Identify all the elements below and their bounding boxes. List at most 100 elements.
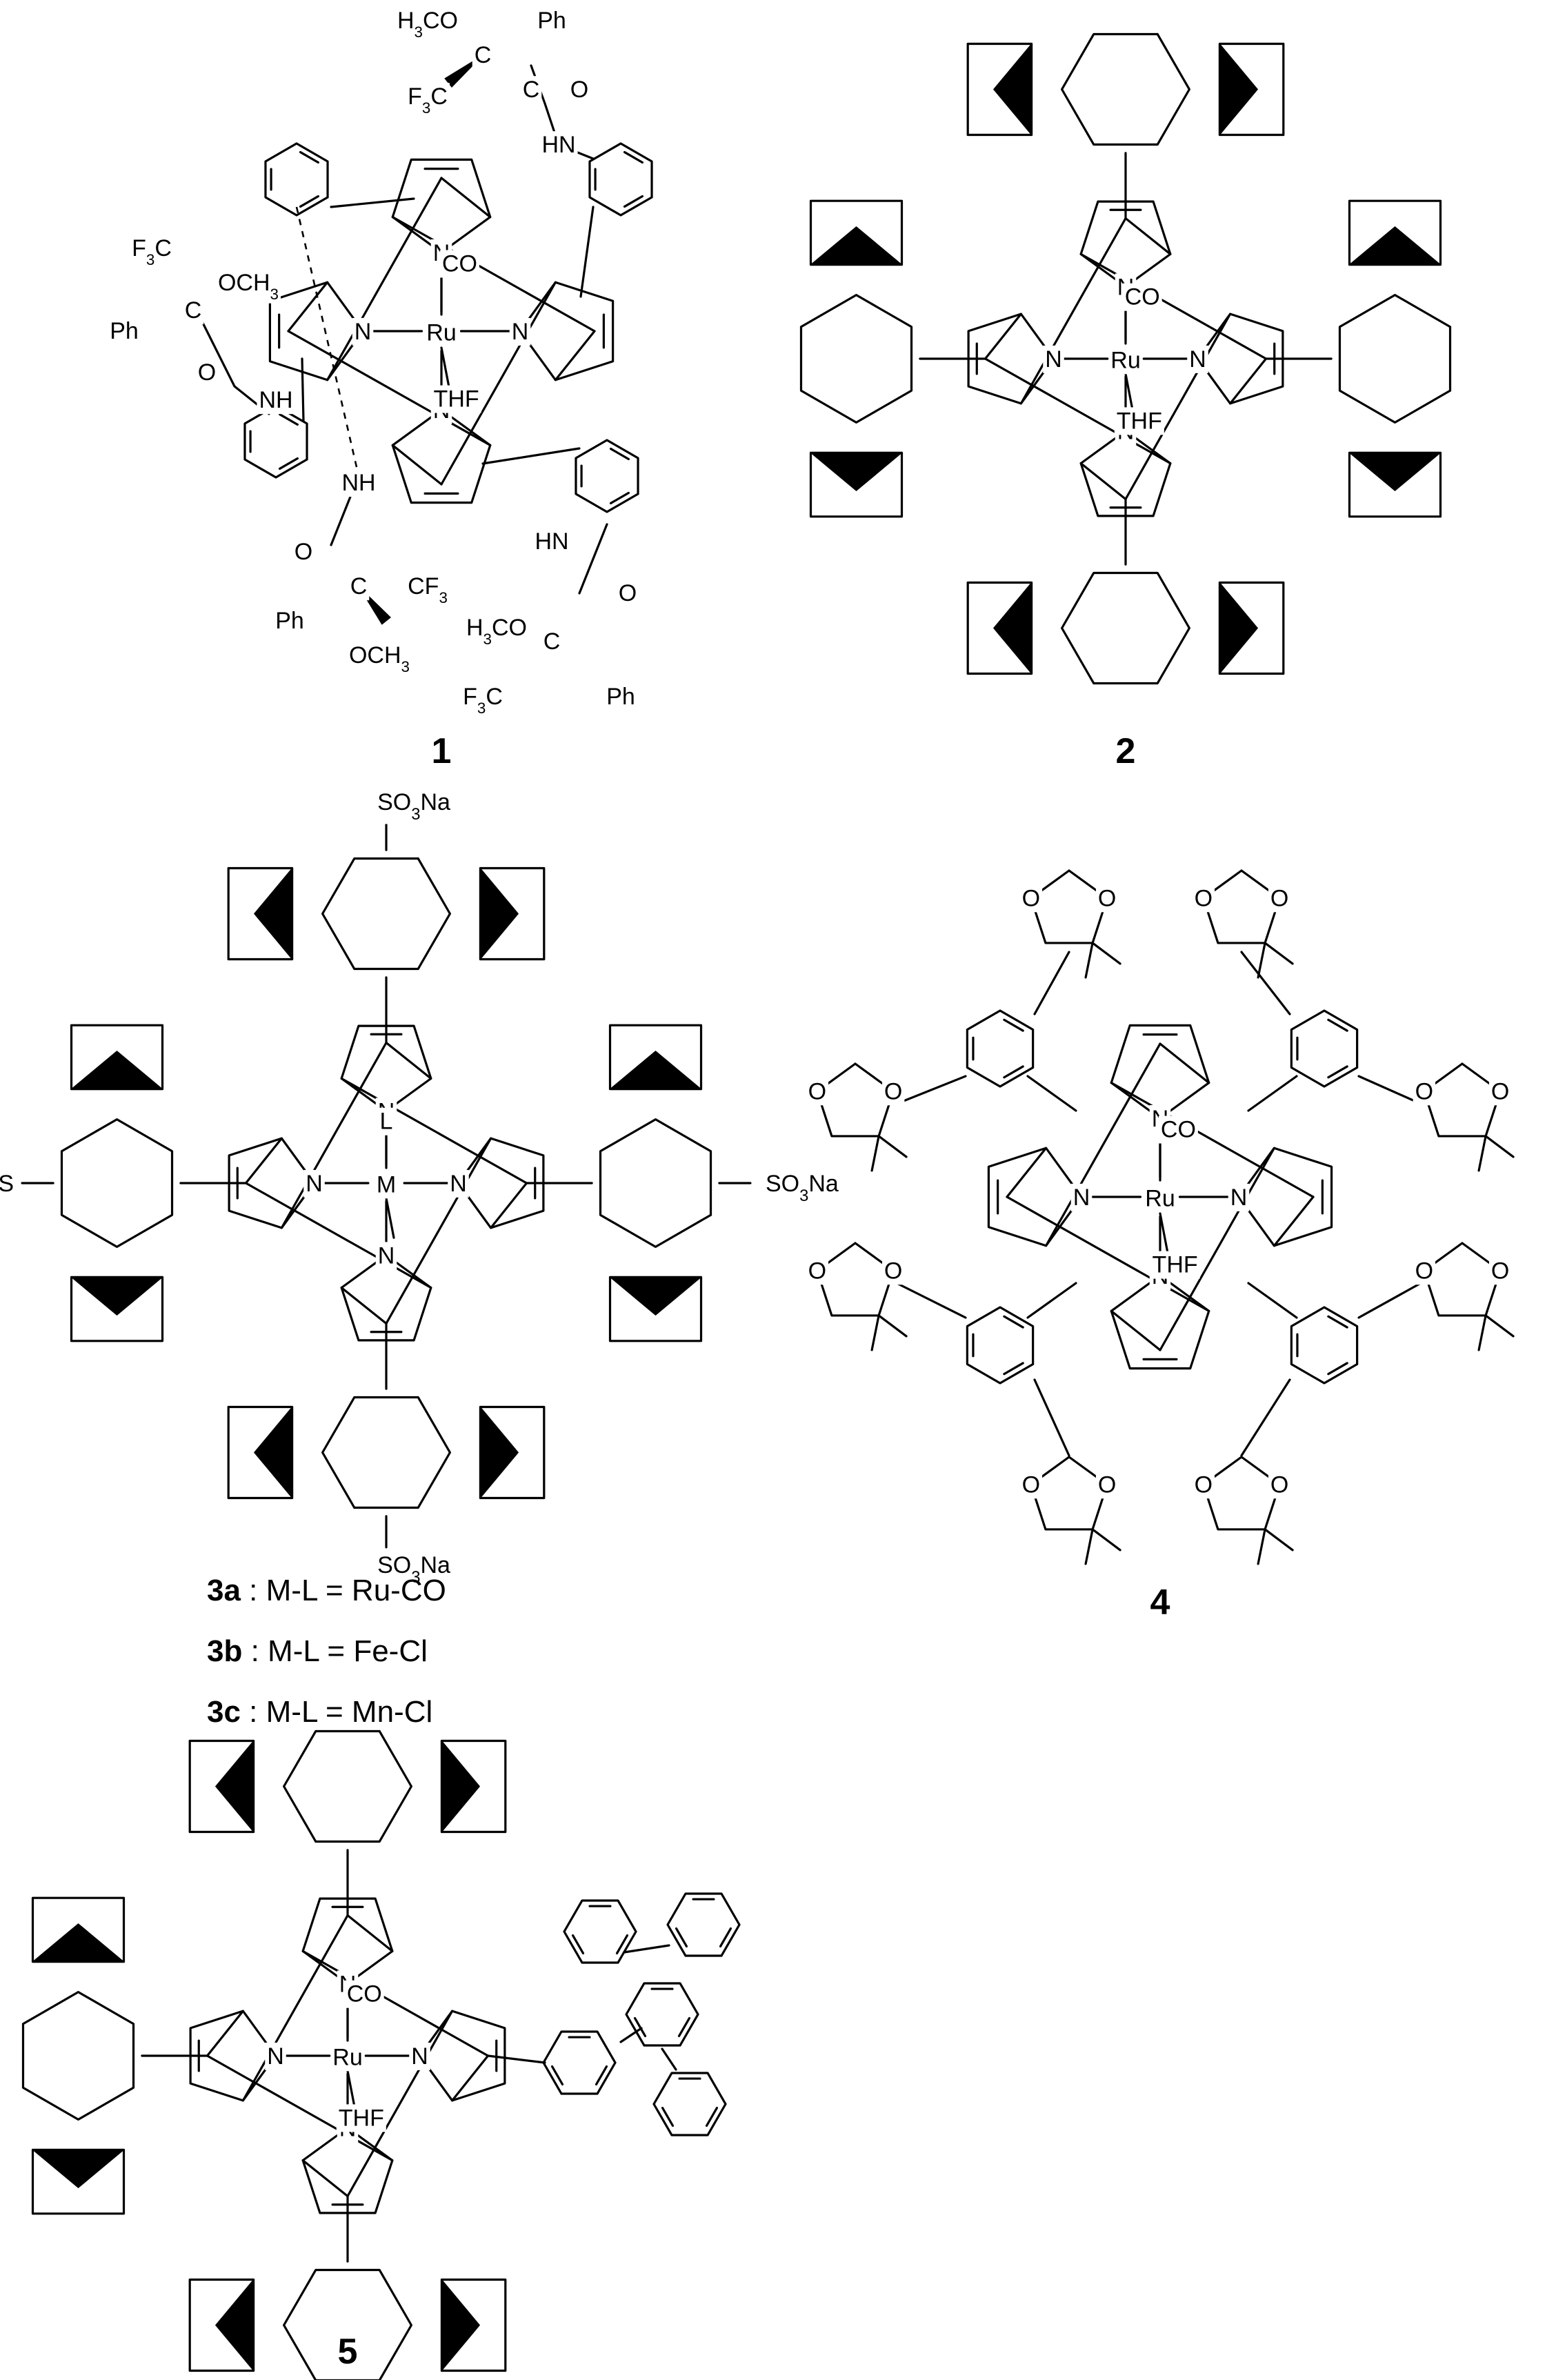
chiral-wall-right <box>599 1118 712 1249</box>
atom-label-background <box>395 7 461 41</box>
atom-label-o: O <box>884 1078 902 1104</box>
atom-label-o: O <box>1415 1078 1433 1104</box>
aryl-bond <box>579 206 595 298</box>
atom-label-background <box>1413 1078 1436 1106</box>
atom-label-background <box>1114 407 1164 435</box>
atom-label-background <box>409 2042 430 2070</box>
dioxolane-ring <box>1423 1062 1502 1138</box>
bridge-wedge <box>810 226 903 266</box>
sulfonate-label: NaO3S <box>0 1171 14 1205</box>
meso-bond <box>440 177 492 219</box>
atom-label-background <box>292 538 315 566</box>
atom-label-c: C <box>543 628 561 655</box>
axial-bond <box>440 346 451 393</box>
bond-line <box>1033 1378 1070 1457</box>
atom-label-layer: NNNNRuCOTHFHNCOCH3COPhF3CNHOCF3COCH3PhNH… <box>0 7 1512 2143</box>
atom-label-background <box>1150 1251 1200 1279</box>
metal-label: Ru <box>1145 1185 1175 1211</box>
fluorene-ring <box>625 1982 699 2047</box>
methyl-bond <box>1264 1528 1294 1551</box>
compound-label-2: 2 <box>1116 731 1136 771</box>
methyl-bond <box>870 1314 880 1351</box>
atom-label-background <box>539 131 578 159</box>
meso-bond <box>1159 1042 1210 1084</box>
meso-bond <box>391 444 443 486</box>
atom-label-och3: OCH3 <box>349 642 410 675</box>
atom-label-background <box>346 642 412 676</box>
atom-label-background <box>303 1169 325 1198</box>
meso-bond <box>287 281 329 333</box>
pyrrole-ring <box>391 408 492 504</box>
methyl-bond <box>1484 1314 1515 1338</box>
atom-label-background <box>108 317 141 346</box>
legend-line-3c: 3c : M-L = Mn-Cl <box>207 1695 432 1729</box>
atom-label-ph: Ph <box>110 318 139 344</box>
atom-label-background <box>348 573 370 601</box>
atom-label-background <box>806 1257 829 1285</box>
meso-bond <box>346 2010 454 2198</box>
phenyl-ring <box>264 142 329 217</box>
atom-label-background <box>1413 1257 1436 1285</box>
phenyl-ring <box>588 142 653 217</box>
meso-bond <box>1124 313 1232 501</box>
axial-ligand-bottom: THF <box>339 2105 384 2131</box>
atom-label-background <box>1268 1471 1291 1499</box>
legend-line-3a: 3a : M-L = Ru-CO <box>207 1574 446 1607</box>
bond-line <box>619 2027 643 2043</box>
atom-label-o: O <box>198 359 216 386</box>
atom-label-o: O <box>808 1258 826 1284</box>
nitrogen-label: N <box>267 2043 284 2070</box>
nitrogen-label: N <box>1189 346 1206 373</box>
bridge-wedge <box>479 867 519 960</box>
atom-label-background <box>406 83 450 117</box>
methyl-bond <box>1477 1314 1487 1351</box>
bridge-wedge <box>441 2279 481 2372</box>
methyl-bond <box>1484 1135 1515 1158</box>
axial-ligand-top: L <box>380 1109 393 1135</box>
atom-label-background <box>604 683 637 711</box>
atom-label-nh: NH <box>341 470 375 496</box>
sulfonate-label: SO3Na <box>766 1171 839 1205</box>
methyl-bond <box>877 1135 908 1158</box>
phenyl-ring <box>575 439 639 513</box>
pyrrole-ring <box>1110 1274 1210 1370</box>
chiral-wall-top <box>283 1729 413 1843</box>
atom-label-nh: NH <box>259 387 292 413</box>
atom-label-background <box>336 2104 386 2132</box>
atom-label-h3co: H3CO <box>466 615 527 648</box>
atom-label-f3c: F3C <box>132 235 172 268</box>
atom-label-background <box>520 76 542 104</box>
nitrogen-label: N <box>1073 1184 1090 1211</box>
axial-ligand-bottom: THF <box>1153 1252 1198 1278</box>
atom-label-background <box>195 359 219 387</box>
nitrogen-label: N <box>411 2043 428 2070</box>
atom-label-c: C <box>350 573 368 599</box>
axial-bond <box>385 1197 395 1239</box>
atom-label-background <box>1192 1471 1215 1499</box>
bond-line <box>623 1944 670 1954</box>
aryl-ring <box>966 1306 1035 1385</box>
fluorene-ring <box>563 1899 637 1964</box>
atom-label-o: O <box>1270 1471 1288 1498</box>
meso-bond <box>206 2054 394 2162</box>
double-bond-line <box>550 2065 564 2085</box>
atom-label-background <box>375 1242 397 1270</box>
bridge-wedge <box>70 1276 163 1316</box>
legend-sep-3a: : <box>241 1574 266 1607</box>
atom-label-o: O <box>1491 1258 1509 1284</box>
atom-label-background <box>406 573 450 607</box>
legend-id-3a: 3a <box>207 1574 241 1607</box>
atom-label-background <box>881 1257 905 1285</box>
methyl-bond <box>1091 1528 1121 1551</box>
compound-label-1: 1 <box>432 731 452 771</box>
bridge-wedge <box>1219 43 1259 136</box>
double-bond-line <box>299 195 319 208</box>
double-bond-line <box>705 2106 719 2127</box>
atom-label-background <box>509 317 531 346</box>
fluorene-ring <box>666 1892 741 1957</box>
meso-aryl-bond <box>486 2054 546 2064</box>
bond-line <box>1026 1075 1077 1112</box>
chiral-wall-bottom <box>283 2268 413 2380</box>
atom-label-o: O <box>1022 1471 1040 1498</box>
axial-bond <box>346 2070 357 2112</box>
